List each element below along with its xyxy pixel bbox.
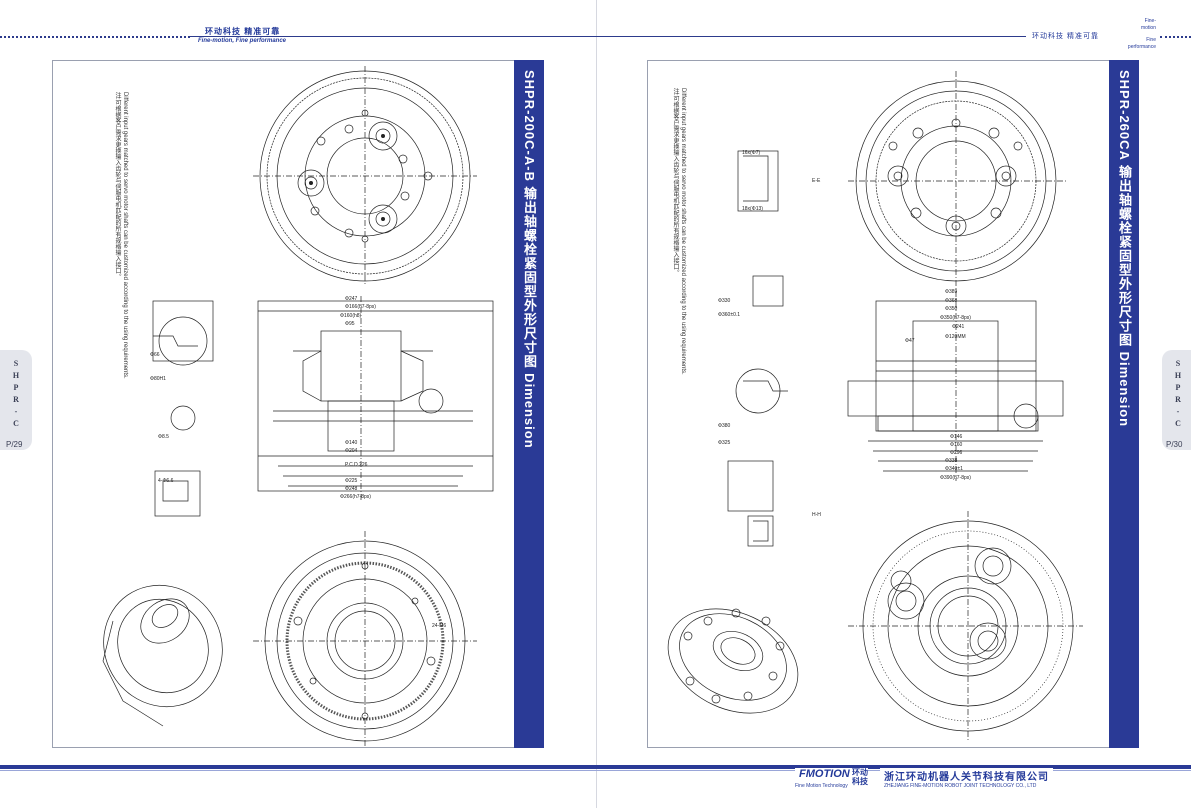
footer-logo-sub: Fine Motion Technology xyxy=(795,783,848,789)
tab-letter: C xyxy=(13,419,19,428)
right-note-en: Different input gears matched to servo m… xyxy=(680,88,686,375)
left-dim-11: 4-Φ6.6 xyxy=(158,478,174,484)
right-dim-11: Φ340±1 xyxy=(945,466,963,472)
left-dim-0: Φ247 xyxy=(345,296,358,302)
right-dim-4: Φ241 xyxy=(952,324,965,330)
header-brand-cn-right: 环动科技 精准可靠 xyxy=(1032,33,1099,40)
right-dim-16: Φ325 xyxy=(718,440,731,446)
header-dotted-line-right xyxy=(1160,36,1191,38)
right-dim-8: Φ160 xyxy=(950,442,963,448)
tab-letter: S xyxy=(1175,359,1181,368)
page-number-left: P/29 xyxy=(6,440,23,449)
right-dim-13: Φ330 xyxy=(718,298,731,304)
left-dim-4: Φ140 xyxy=(345,440,358,446)
footer-bar xyxy=(0,765,1191,769)
right-dim-17: E-E xyxy=(812,178,821,184)
left-dim-7: Φ225 xyxy=(345,478,358,484)
right-dim-12: Φ390(h7-8ps) xyxy=(940,475,971,481)
left-note-cn: 注:可根据客户需求更换输入齿轮与伺服电机匹配的所有规格输入接口。 xyxy=(114,92,120,280)
footer-logo-cn-2: 科技 xyxy=(852,777,868,786)
right-dim-10: Φ338 xyxy=(945,458,958,464)
left-dim-13: Φ80H1 xyxy=(150,376,166,382)
right-dim-3: Φ350(h7-8ps) xyxy=(940,315,971,321)
tab-letter: S xyxy=(13,359,19,368)
header-brand-cn-left: 环动科技 精准可靠 xyxy=(205,27,281,36)
right-dim-18: H-H xyxy=(812,512,821,518)
right-dim-6: Φ47 xyxy=(905,338,915,344)
header-brand-en-left: Fine-motion, Fine performance xyxy=(198,38,287,44)
header-tiny-3: Fine xyxy=(1146,37,1156,43)
side-tab-right[interactable]: S H P R - C xyxy=(1162,350,1191,450)
left-dim-6: P.C.D.226 xyxy=(345,462,368,468)
left-dim-3: Φ95 xyxy=(345,321,355,327)
left-page-title: SHPR-200C-A-B 输出轴螺栓紧固型外形尺寸图 Dimension xyxy=(522,70,537,449)
footer-bar-thin xyxy=(0,770,1191,771)
tab-letter: P xyxy=(13,383,19,392)
tab-letter: - xyxy=(14,407,18,416)
tab-letter: - xyxy=(1176,407,1180,416)
right-dim-20: 18x(Φ13) xyxy=(742,206,763,212)
right-dim-1: Φ368 xyxy=(945,298,958,304)
left-dim-10: Φ8.5 xyxy=(158,434,169,440)
left-dim-9: Φ266(h7-8ps) xyxy=(340,494,371,500)
side-tab-left-letters: S H P R - C xyxy=(0,358,32,430)
right-dim-19: 16x(Φ7) xyxy=(742,150,761,156)
right-dim-15: Φ380 xyxy=(718,423,731,429)
tab-letter: H xyxy=(1174,371,1182,380)
drawing-frame-left xyxy=(52,60,544,748)
left-dim-12: 24-M6 xyxy=(432,623,447,629)
tab-letter: C xyxy=(1175,419,1181,428)
side-tab-right-letters: S H P R - C xyxy=(1162,358,1191,430)
left-dim-5: Φ204 xyxy=(345,448,358,454)
right-dim-14: Φ360±0.1 xyxy=(718,312,741,318)
footer-company-cn: 浙江环动机器人关节科技有限公司 xyxy=(880,768,1053,783)
right-page-title: SHPR-260CA 输出轴螺栓紧固型外形尺寸图 Dimension xyxy=(1117,70,1132,428)
drawing-frame-right xyxy=(647,60,1139,748)
right-note-cn: 注:可根据客户需求更换输入齿轮与伺服电机匹配的所有规格输入接口。 xyxy=(672,88,678,276)
tab-letter: P xyxy=(1175,383,1181,392)
right-technical-drawing xyxy=(667,71,1083,741)
tab-letter: H xyxy=(12,371,20,380)
right-dim-5: Φ120MM xyxy=(945,334,966,340)
footer-logo-cn: 环动 科技 xyxy=(852,768,868,786)
tab-letter: R xyxy=(1175,395,1181,404)
left-note-en: Different input gears matched to servo m… xyxy=(122,92,128,379)
left-technical-drawing xyxy=(102,66,494,747)
right-dim-9: Φ296 xyxy=(950,450,963,456)
header-tiny-1: Fine- xyxy=(1144,18,1156,24)
left-dim-1: Φ166(h7-8ps) xyxy=(345,304,376,310)
side-tab-left[interactable]: S H P R - C xyxy=(0,350,32,450)
left-dim-2: Φ160(h8) xyxy=(340,313,362,319)
header-tiny-2: motion xyxy=(1140,25,1156,31)
footer-logo: FMOTION xyxy=(795,768,854,780)
right-dim-7: Φ146 xyxy=(950,434,963,440)
left-dim-14: Φ66 xyxy=(150,352,160,358)
left-dim-8: Φ248 xyxy=(345,486,358,492)
right-dim-0: Φ389 xyxy=(945,289,958,295)
left-title-bar: SHPR-200C-A-B 输出轴螺栓紧固型外形尺寸图 Dimension xyxy=(514,60,544,748)
header-tiny-4: performance xyxy=(1127,44,1156,50)
header-line-right xyxy=(596,36,1026,37)
footer-logo-cn-1: 环动 xyxy=(852,768,868,777)
tab-letter: R xyxy=(13,395,19,404)
header-line-left xyxy=(190,36,596,37)
page-number-right: P/30 xyxy=(1166,440,1183,449)
right-dim-2: Φ350 xyxy=(945,306,958,312)
right-title-bar: SHPR-260CA 输出轴螺栓紧固型外形尺寸图 Dimension xyxy=(1109,60,1139,748)
footer-company-en: ZHEJIANG FINE-MOTION ROBOT JOINT TECHNOL… xyxy=(884,783,1037,789)
header-dotted-line-left xyxy=(0,36,190,38)
